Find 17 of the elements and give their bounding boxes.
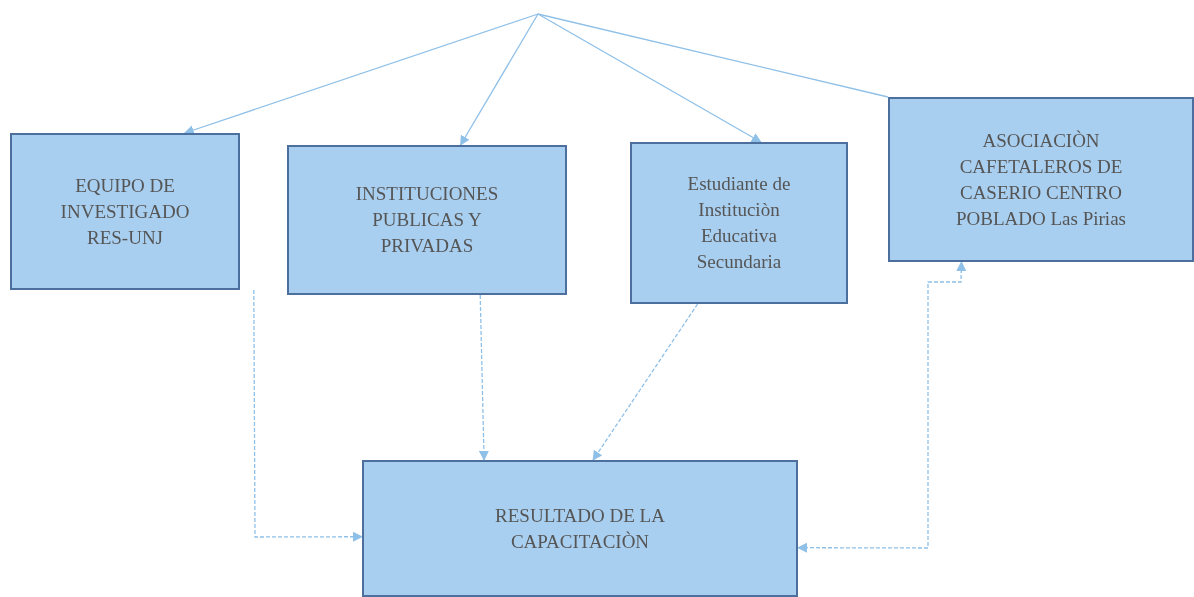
- arrow: [592, 303, 699, 461]
- process-box: [362, 460, 798, 597]
- process-box: [888, 97, 1194, 262]
- arrow: [478, 294, 489, 461]
- box-label: EQUIPO DE INVESTIGADO RES-UNJ: [59, 173, 191, 250]
- arrow: [183, 13, 539, 135]
- arrow: [797, 261, 967, 553]
- process-box: [10, 133, 240, 290]
- box-label: INSTITUCIONES PUBLICAS Y PRIVADAS: [354, 182, 500, 258]
- process-box: [287, 145, 567, 295]
- box-label: ASOCIACIÒN CAFETALEROS DE CASERIO CENTRO POBLADO Las Pirias: [955, 128, 1127, 231]
- arrow: [537, 13, 762, 143]
- process-box: [630, 142, 848, 304]
- box-label: Estudiante de Instituciòn Educativa Secundaria: [686, 172, 792, 274]
- box-label: RESULTADO DE LA CAPACITACIÒN: [494, 503, 666, 554]
- arrow: [459, 13, 539, 146]
- arrow: [253, 289, 363, 542]
